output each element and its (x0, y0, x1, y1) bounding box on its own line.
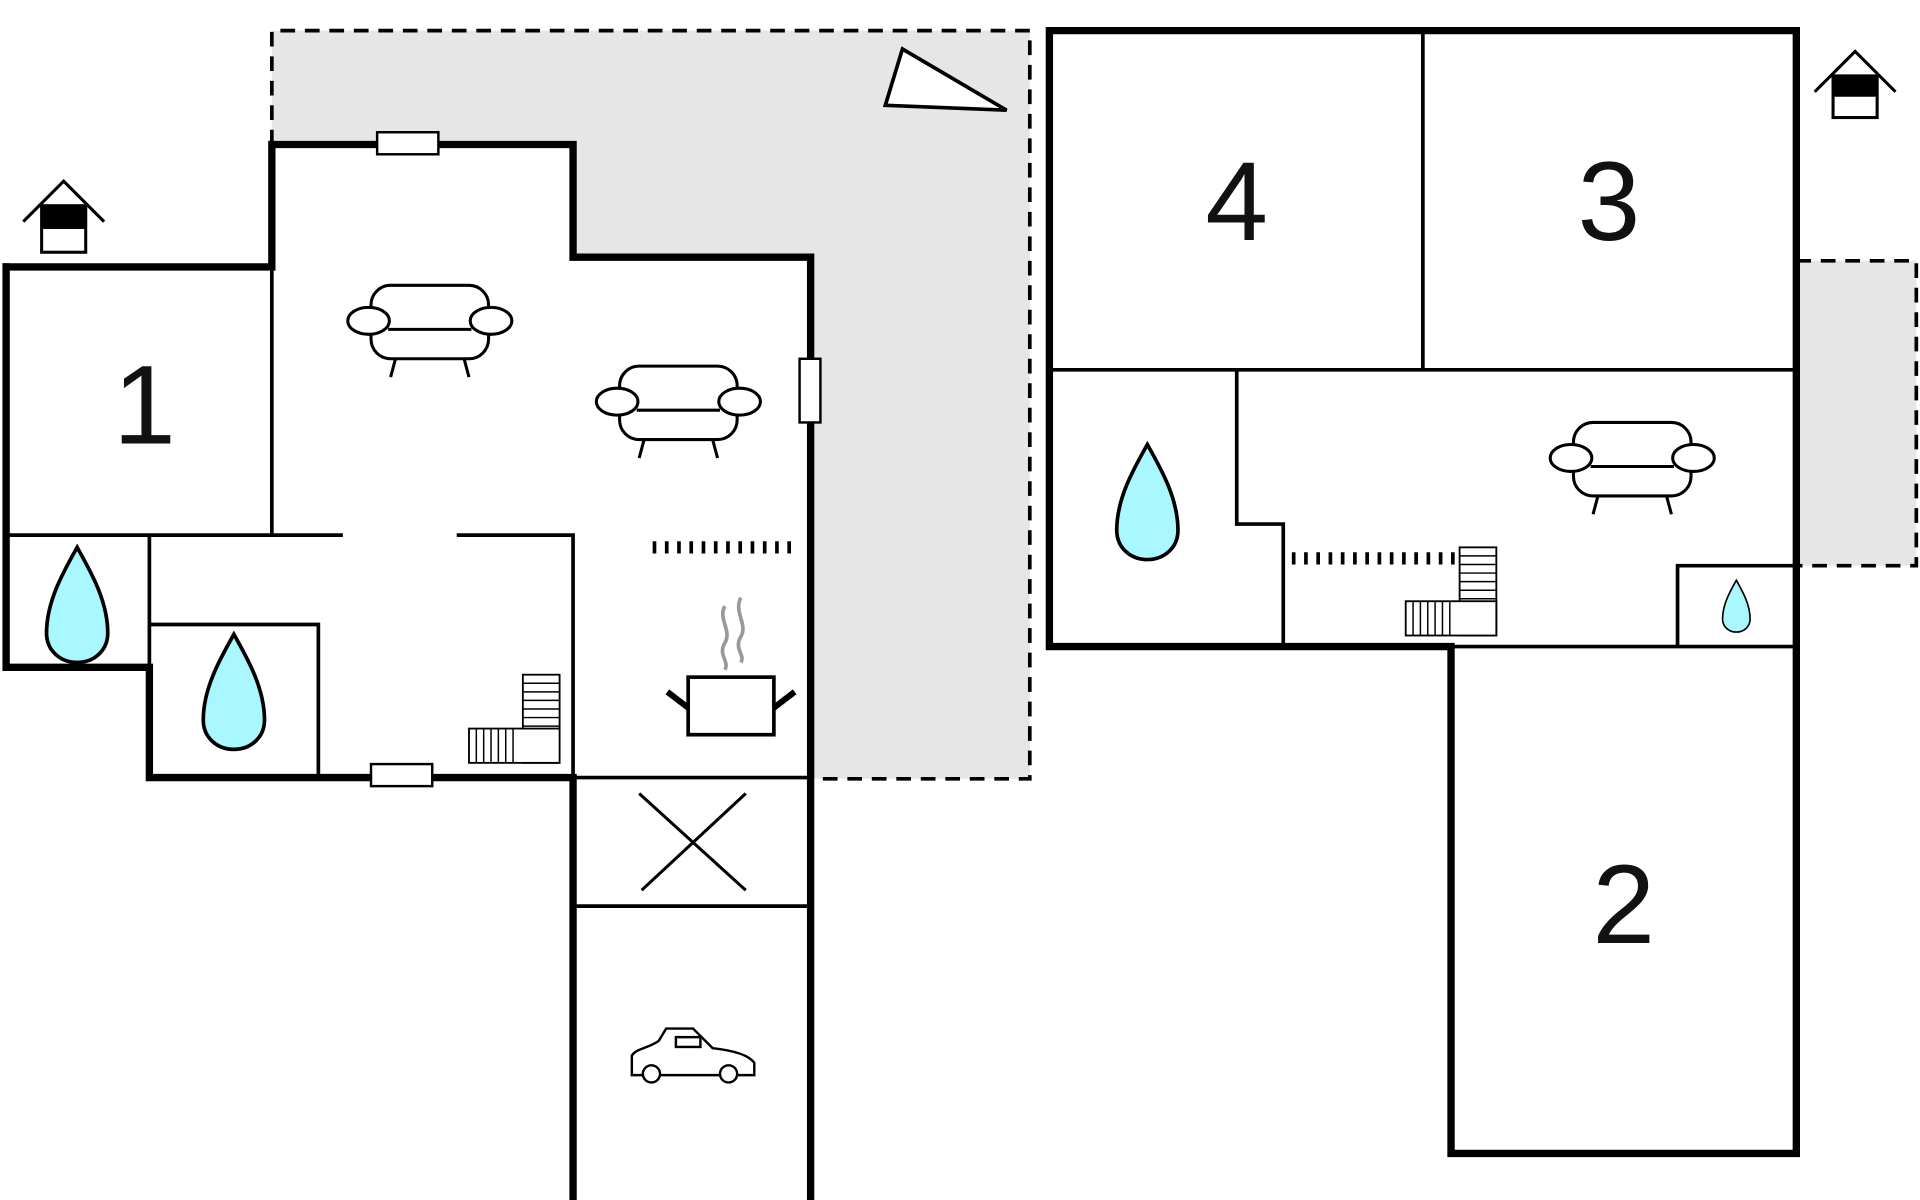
water-drop-icon (1114, 442, 1180, 562)
void-cross-icon (638, 792, 747, 892)
sofa-icon (1548, 420, 1716, 516)
sofa-icon (346, 283, 514, 379)
water-drop-icon (44, 545, 110, 665)
sofa-icon (594, 364, 762, 460)
water-drop-icon (1721, 579, 1751, 633)
room-2-label: 2 (1592, 841, 1655, 967)
window (369, 762, 434, 788)
water-drop-icon (201, 632, 267, 752)
terrace-left (270, 28, 1032, 781)
window (798, 357, 822, 424)
window (375, 131, 440, 156)
room-1-label: 1 (113, 341, 176, 467)
north-arrow-icon (882, 46, 1008, 113)
right-building-walls (1045, 26, 1800, 1158)
entrance-icon (21, 179, 106, 254)
room-4-label: 4 (1205, 138, 1268, 264)
kitchen-pot-icon (665, 596, 797, 737)
entrance-icon (1813, 49, 1897, 120)
stairs-icon (468, 673, 561, 764)
car-icon (630, 1027, 756, 1084)
terrace-right (1796, 258, 1919, 568)
left-building-walls (2, 131, 822, 1200)
room-3-label: 3 (1578, 138, 1641, 264)
